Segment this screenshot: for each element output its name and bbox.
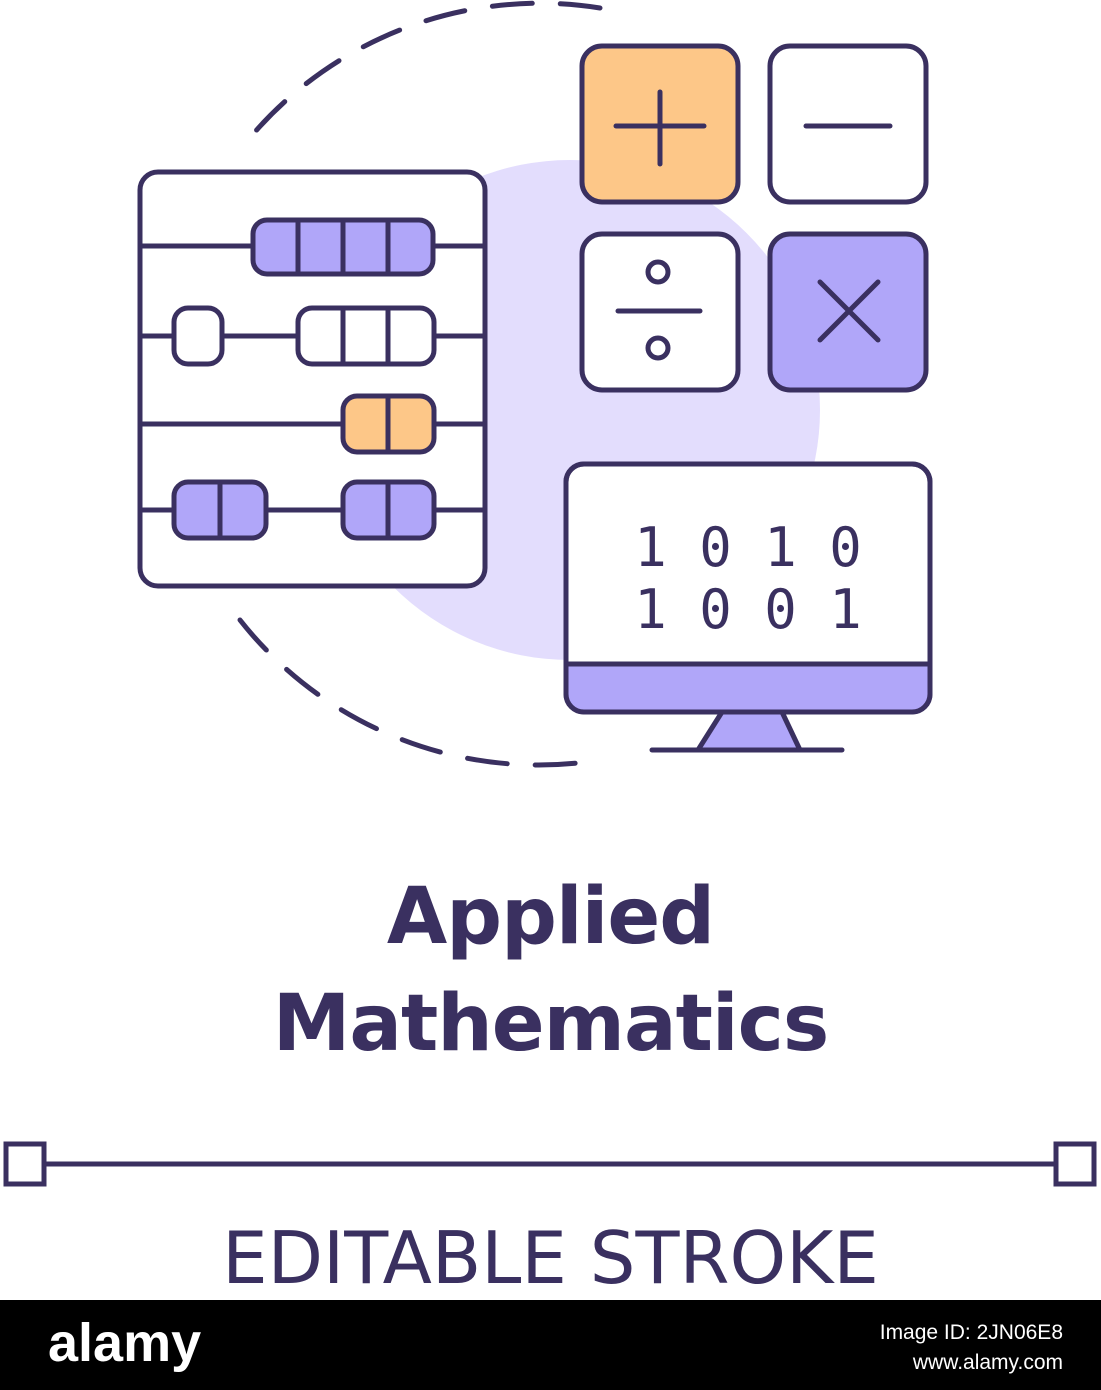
plus-key-icon bbox=[579, 43, 741, 205]
divide-key-icon bbox=[579, 231, 741, 393]
site-url: www.alamy.com bbox=[912, 1351, 1063, 1374]
applied-mathematics-illustration: 1 0 1 0 1 0 0 1 bbox=[3, 0, 1097, 1187]
brand-logo: alamy bbox=[48, 1313, 202, 1373]
dashed-arc bbox=[245, 0, 603, 143]
stroke-handle-right bbox=[1053, 1141, 1097, 1187]
title-line-1: Applied bbox=[386, 872, 715, 962]
binary-row-1: 1 0 1 0 bbox=[634, 516, 862, 579]
footer-meta: Image ID: 2JN06E8 www.alamy.com bbox=[880, 1318, 1063, 1378]
title-line-2: Mathematics bbox=[272, 979, 830, 1069]
editable-stroke-label: EDITABLE STROKE bbox=[222, 1216, 879, 1300]
minus-key-icon bbox=[767, 43, 929, 205]
editable-stroke-line bbox=[3, 1141, 1097, 1187]
stroke-handle-left bbox=[3, 1141, 47, 1187]
dashed-arc-lower bbox=[237, 617, 603, 768]
footer-bar: alamy Image ID: 2JN06E8 www.alamy.com bbox=[0, 1300, 1101, 1390]
binary-row-2: 1 0 0 1 bbox=[634, 578, 862, 641]
abacus-icon bbox=[137, 169, 488, 589]
monitor-icon: 1 0 1 0 1 0 0 1 bbox=[563, 461, 933, 753]
image-id-text: Image ID: 2JN06E8 bbox=[879, 1321, 1063, 1344]
multiply-key-icon bbox=[767, 231, 929, 393]
